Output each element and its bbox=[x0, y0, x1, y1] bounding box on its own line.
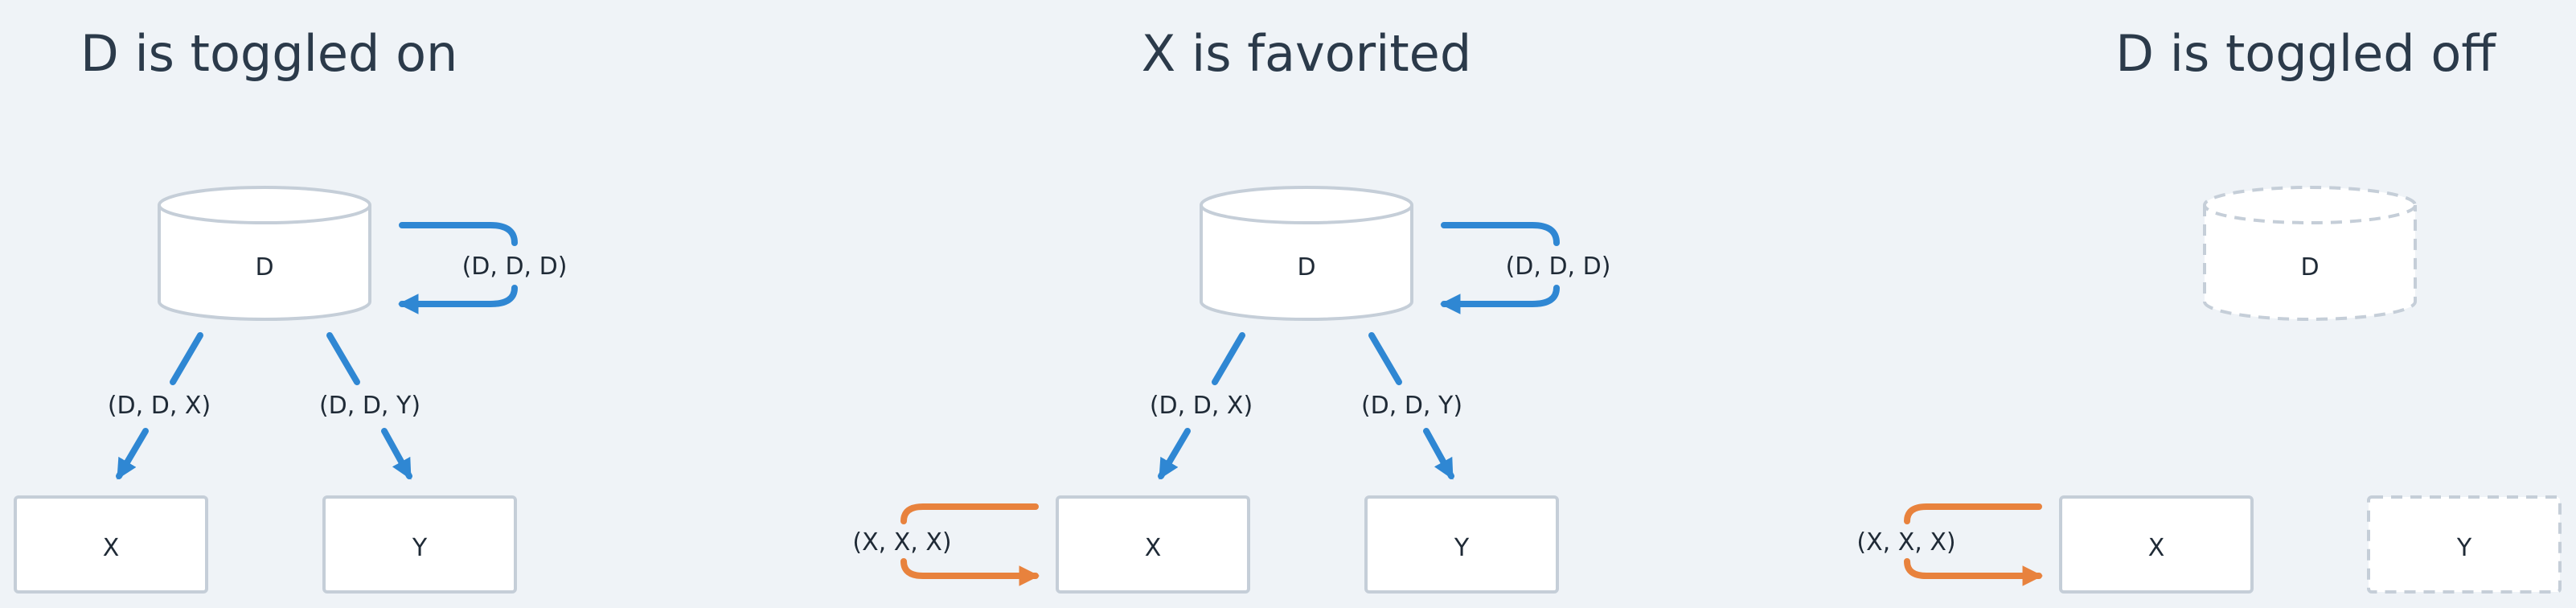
edge-d-y-lower-arrow bbox=[1423, 428, 1454, 480]
panel-title: D is toggled off bbox=[2115, 24, 2496, 83]
panel-x-favorited: X is favorited D (D, D, D) (D, D, X) (D,… bbox=[852, 24, 1611, 594]
store-d-label: D bbox=[2300, 253, 2319, 281]
node-y-label: Y bbox=[2456, 534, 2472, 562]
edge-d-y-label: (D, D, Y) bbox=[319, 392, 420, 420]
x-loop-top-arrow bbox=[1904, 503, 2042, 524]
edge-d-x-label: (D, D, X) bbox=[1150, 392, 1253, 420]
self-loop-label: (D, D, D) bbox=[462, 253, 568, 281]
panel-d-toggled-on: D is toggled on D (D, D, D) (D, D, X) (D… bbox=[14, 24, 568, 594]
store-d-cylinder: D bbox=[158, 186, 371, 321]
x-loop-label: (X, X, X) bbox=[852, 528, 951, 557]
self-loop-bottom-arrow bbox=[1439, 285, 1560, 314]
panel-title: X is favorited bbox=[1142, 24, 1471, 83]
store-d-label: D bbox=[1297, 253, 1315, 281]
x-loop-bottom-arrow bbox=[900, 558, 1040, 586]
node-x-box bbox=[14, 495, 208, 594]
node-y-box bbox=[1364, 495, 1559, 594]
edge-d-x-upper bbox=[1212, 332, 1245, 385]
edge-d-x-upper bbox=[170, 332, 203, 385]
panel-d-toggled-off: D is toggled off D (X, X, X) X Y bbox=[1856, 24, 2562, 594]
panel-title: D is toggled on bbox=[80, 24, 457, 83]
store-d-cylinder: D bbox=[1200, 186, 1413, 321]
self-loop-bottom-arrow bbox=[397, 285, 518, 314]
node-x-label: X bbox=[1145, 534, 1162, 562]
store-d-cylinder-disabled: D bbox=[2203, 186, 2417, 321]
node-x-box bbox=[2059, 495, 2254, 594]
edge-d-y-upper bbox=[1368, 332, 1402, 385]
node-y-box-disabled bbox=[2367, 495, 2562, 594]
node-y-label: Y bbox=[1454, 534, 1470, 562]
edge-d-x-lower-arrow bbox=[1158, 428, 1191, 480]
x-loop-label: (X, X, X) bbox=[1856, 528, 1955, 557]
edge-d-y-lower-arrow bbox=[381, 428, 412, 480]
node-y-label: Y bbox=[412, 534, 428, 562]
edge-d-y-label: (D, D, Y) bbox=[1361, 392, 1462, 420]
x-loop-top-arrow bbox=[900, 503, 1039, 524]
x-loop-bottom-arrow bbox=[1904, 558, 2044, 586]
self-loop-label: (D, D, D) bbox=[1506, 253, 1611, 281]
edge-d-x-label: (D, D, X) bbox=[108, 392, 211, 420]
node-x-label: X bbox=[2148, 534, 2165, 562]
store-d-label: D bbox=[255, 253, 273, 281]
self-loop-top-arrow bbox=[1441, 222, 1560, 246]
edge-d-y-upper bbox=[326, 332, 360, 385]
self-loop-top-arrow bbox=[399, 222, 518, 246]
edge-d-x-lower-arrow bbox=[116, 428, 149, 480]
node-x-label: X bbox=[103, 534, 120, 562]
node-y-box bbox=[322, 495, 517, 594]
node-x-box bbox=[1056, 495, 1250, 594]
